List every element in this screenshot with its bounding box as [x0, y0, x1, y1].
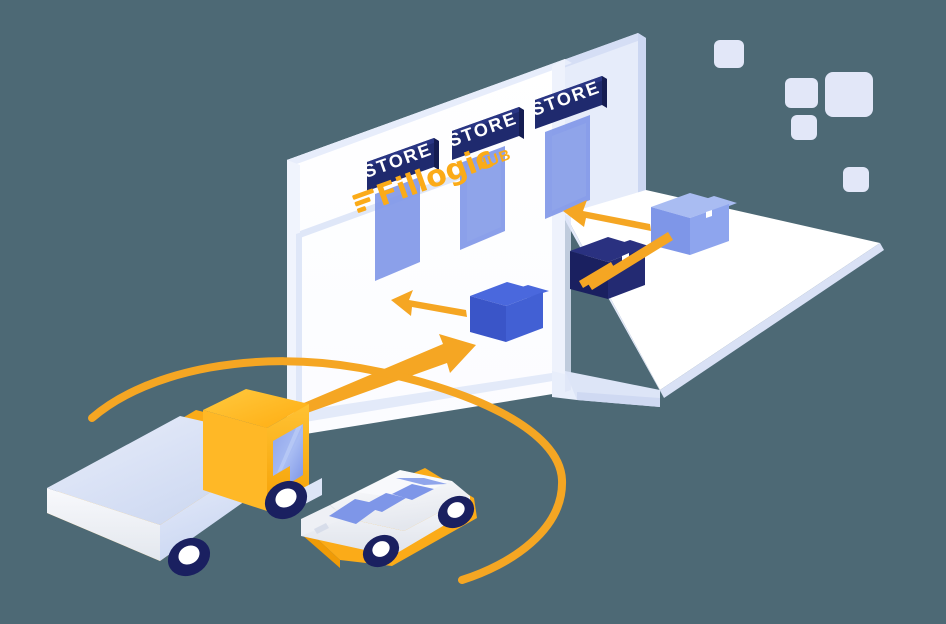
package-blue [470, 282, 549, 342]
truck-wheel-rear [167, 537, 211, 577]
floating-tiles [714, 40, 873, 192]
arrow-navy-internal-stub [579, 262, 615, 288]
fillogic-f-mark [352, 188, 374, 213]
car-wheel-front [362, 534, 400, 568]
truck-cab-bumper [303, 478, 322, 505]
storefront-2-sign-side [519, 107, 524, 139]
floating-tile-3 [825, 72, 873, 117]
truck-cab-back [203, 410, 267, 511]
building-back-wall-right-edge [638, 33, 646, 200]
truck-wheel-front [264, 480, 308, 520]
package-blue-front [470, 296, 506, 342]
package-blue-side [506, 292, 543, 342]
floating-tile-5 [843, 167, 869, 192]
arrow-package-to-store-upper [563, 200, 651, 231]
package-light-blue-side [690, 204, 729, 255]
storefront-2-window-inner [467, 154, 501, 242]
hub-floor-platform [565, 190, 880, 390]
package-light-blue [651, 193, 737, 255]
hub-building: STORE STORE [287, 33, 884, 437]
arrow-navy-to-lightblue-package [587, 232, 673, 290]
package-light-blue-tape [706, 210, 712, 218]
package-navy-top [570, 237, 645, 262]
car-roof-stripe [396, 478, 447, 485]
car-wheel-rear [437, 495, 475, 529]
building-plinth-bottom [577, 392, 660, 407]
building-base-step-top [287, 371, 577, 423]
storefront-3-window-inner [552, 123, 586, 211]
building-bay-shadow [565, 214, 571, 392]
truck-cab-window-glint [277, 425, 302, 473]
floating-tile-1 [714, 40, 744, 68]
route-curve [88, 357, 567, 584]
storefront-3-sign-top [535, 76, 607, 103]
storefront-1-sign-side [434, 138, 439, 170]
package-light-blue-top [651, 193, 729, 218]
car-window-mid [362, 493, 406, 512]
truck-cab-top [203, 389, 309, 428]
truck-box-front [47, 488, 160, 561]
package-navy-front [570, 251, 608, 299]
delivery-truck [47, 389, 322, 577]
floating-tile-4 [791, 115, 817, 140]
storefront-2-sign-top [452, 107, 524, 134]
storefront-1-sign-face [367, 138, 434, 191]
car-window-rear [392, 484, 434, 500]
package-blue-top [470, 282, 543, 306]
storefront-3-sign-face [535, 76, 602, 129]
storefront-1-window [375, 177, 420, 281]
hub-floor-platform-edge [660, 243, 884, 398]
storefront-1-sign-top [367, 138, 439, 165]
car-body-side [301, 496, 470, 556]
floating-tile-2 [785, 78, 818, 108]
route-curve-path [88, 357, 567, 584]
building-bay-ledge-left [296, 232, 302, 433]
storefront-2-sign-face [452, 107, 519, 160]
arrow-package-to-store-front [391, 290, 467, 317]
car-headlight [314, 523, 329, 534]
passenger-car [301, 468, 477, 568]
storefront-3-sign-side [602, 76, 607, 108]
building-front-facade-top [287, 59, 572, 165]
